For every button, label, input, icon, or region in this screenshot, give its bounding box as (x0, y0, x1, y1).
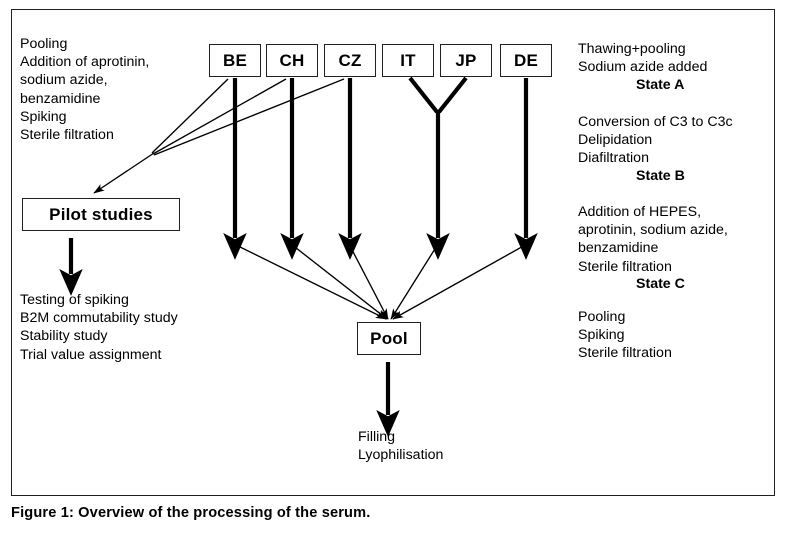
node-country-ch[interactable]: CH (266, 44, 318, 77)
state-c-label: State C (636, 276, 685, 292)
node-country-it[interactable]: IT (382, 44, 434, 77)
left-bottom-results-text: Testing of spiking B2M commutability stu… (20, 292, 178, 363)
final-output-text: Filling Lyophilisation (358, 429, 444, 464)
node-country-cz[interactable]: CZ (324, 44, 376, 77)
right-group-c-text: Addition of HEPES, aprotinin, sodium azi… (578, 204, 728, 275)
left-top-steps-text: Pooling Addition of aprotinin, sodium az… (20, 36, 150, 144)
node-country-de[interactable]: DE (500, 44, 552, 77)
state-b-label: State B (636, 168, 685, 184)
right-group-a-text: Thawing+pooling Sodium azide added (578, 41, 708, 76)
node-country-be[interactable]: BE (209, 44, 261, 77)
state-a-label: State A (636, 77, 685, 93)
node-pilot-studies[interactable]: Pilot studies (22, 198, 180, 231)
right-group-d-text: Pooling Spiking Sterile filtration (578, 309, 672, 362)
node-pool[interactable]: Pool (357, 322, 421, 355)
right-group-b-text: Conversion of C3 to C3c Delipidation Dia… (578, 114, 733, 167)
figure-caption: Figure 1: Overview of the processing of … (11, 505, 371, 521)
node-country-jp[interactable]: JP (440, 44, 492, 77)
